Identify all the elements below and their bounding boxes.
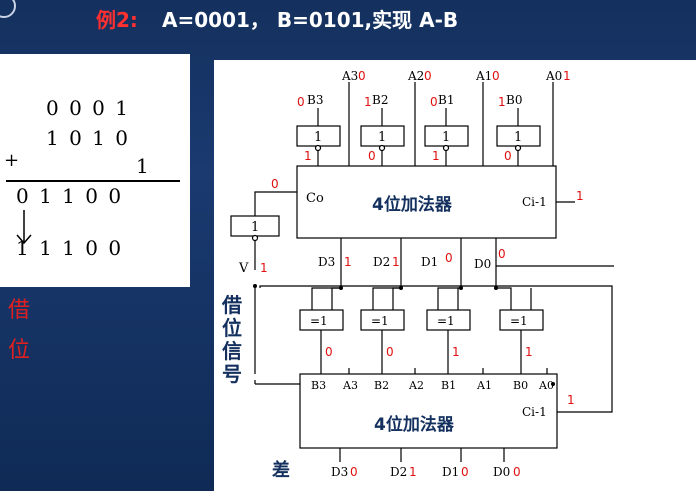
inv-co-label: 1 [251,220,259,235]
sum-line [6,180,180,182]
calculation-panel: 0 0 0 1 1 0 1 0 + 1 0 1 1 0 0 1 1 1 0 0 [0,54,190,287]
val-b1: 0 [430,95,438,109]
operand-a: 0 0 0 1 [46,96,130,120]
example-label: 例2: [96,8,138,32]
example-title: A=0001， B=0101,实现 A-B [162,8,459,32]
val-x1: 1 [452,345,460,359]
inv-b1-label: 1 [442,130,450,145]
val-x3: 0 [325,345,333,359]
val-b0: 1 [498,95,506,109]
sum-result: 0 1 1 0 0 [16,184,124,208]
label-a2-bottom: A2 [408,379,424,392]
val-d3-top: 1 [344,255,352,269]
logo-icon [0,0,16,18]
label-b3-bottom: B3 [311,379,326,392]
label-b1: B1 [438,93,454,107]
label-a1: A1 [475,69,492,83]
inv-b0-label: 1 [514,130,522,145]
label-a0: A0 [545,69,562,83]
inv-b2-label: 1 [378,130,386,145]
label-d0-top: D0 [474,257,491,271]
label-d3-bottom: D3 [331,465,348,479]
val-r3: 0 [350,465,358,479]
bubble-b3 [314,144,322,152]
bubble-b1 [442,144,450,152]
label-v: V [238,261,249,276]
val-nb1: 1 [432,149,440,163]
label-a0-bottom: A0 [538,379,554,392]
label-d1-top: D1 [421,255,438,269]
label-b2-bottom: B2 [374,379,389,392]
label-a1-bottom: A1 [476,379,492,392]
top-adder-label: 4位加法器 [372,194,453,215]
final-result: 1 1 1 0 0 [16,236,124,260]
inv-b3-label: 1 [314,130,322,145]
val-x2: 0 [386,345,394,359]
borrow-signal-char: 位 [222,316,242,340]
xor-3-label: =1 [310,314,328,328]
val-d2-top: 1 [392,255,400,269]
borrow-char-2: 位 [8,338,31,363]
val-r2: 1 [409,465,417,479]
bubble-co [251,234,259,242]
label-b0-bottom: B0 [513,379,528,392]
label-ci-top: Ci-1 [522,195,547,209]
xor-1-label: =1 [437,314,455,328]
val-a3: 0 [358,69,366,83]
label-a3: A3 [341,69,358,83]
label-co: Co [306,191,324,206]
circuit-svg: 1 1 1 1 1 =1 =1 =1 =1 4位加法器 4位加法器 A3 A2 … [230,69,614,479]
bottom-adder-label: 4位加法器 [374,414,455,435]
bubble-b0 [514,144,522,152]
label-b1-bottom: B1 [441,379,456,392]
borrow-char-1: 借 [8,298,31,323]
label-a2: A2 [407,69,424,83]
val-nb3: 1 [304,149,312,163]
label-d2-top: D2 [373,255,390,269]
val-b3: 0 [297,95,305,109]
val-nb2: 0 [368,149,376,163]
val-a2: 0 [424,69,432,83]
val-r0: 0 [513,465,521,479]
val-v: 1 [260,261,268,275]
label-d3-top: D3 [318,255,335,269]
xor-2-label: =1 [371,314,389,328]
val-r1: 0 [461,465,469,479]
val-x0: 1 [525,345,533,359]
val-a1: 0 [492,69,500,83]
val-d1-top: 0 [445,251,453,265]
val-ci-bottom: 1 [567,393,575,407]
label-d1-bottom: D1 [442,465,459,479]
val-a0: 1 [563,69,571,83]
label-b2: B2 [372,93,388,107]
label-d0-bottom: D0 [493,465,510,479]
label-a3-bottom: A3 [342,379,358,392]
operand-b-complement: 1 0 1 0 [46,126,130,150]
title-bar: 例2: A=0001， B=0101,实现 A-B [0,0,696,40]
difference-label: 差 [272,460,290,481]
val-co: 0 [271,177,279,191]
borrow-arrow-icon [12,210,38,246]
borrow-signal-label: 借 位 信 号 [222,294,246,386]
bubble-b2 [378,144,386,152]
borrow-signal-char: 号 [222,362,242,386]
label-d2-bottom: D2 [390,465,407,479]
val-ci-top: 1 [576,189,584,203]
val-d0-top: 0 [498,247,506,261]
label-b0: B0 [506,93,522,107]
carry-in-one: 1 [136,154,151,178]
val-b2: 1 [364,95,372,109]
plus-sign: + [4,150,22,171]
xor-0-label: =1 [510,314,528,328]
borrow-signal-char: 信 [222,339,242,363]
borrow-signal-char: 借 [222,293,242,317]
circuit-diagram: 1 1 1 1 1 =1 =1 =1 =1 4位加法器 4位加法器 A3 A2 … [214,60,696,491]
val-nb0: 0 [504,149,512,163]
label-b3: B3 [307,93,323,107]
bottom-adder-box [299,373,558,449]
label-ci-bottom: Ci-1 [522,405,547,419]
